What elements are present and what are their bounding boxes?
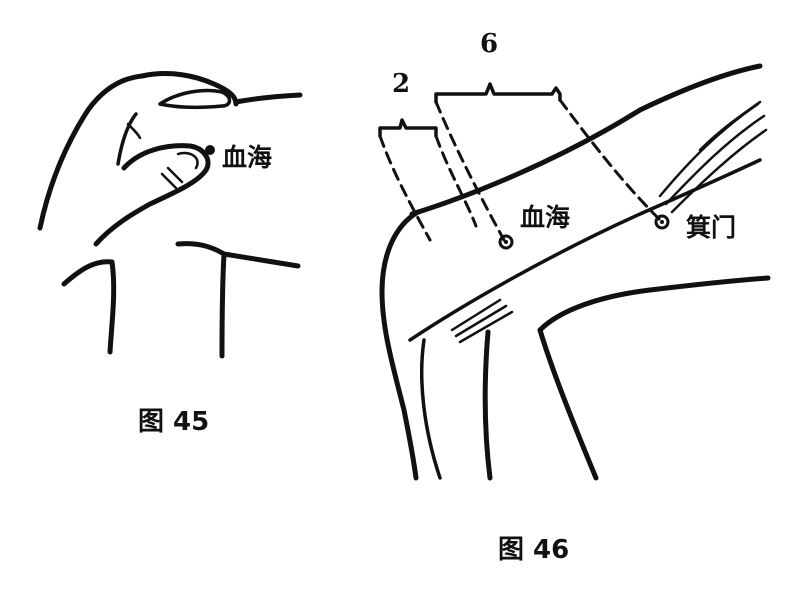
- bracket-2-top: [378, 118, 438, 138]
- thigh-lower-edge: [408, 158, 762, 342]
- jimen-point-center: [660, 220, 664, 224]
- calf-line: [482, 329, 493, 481]
- bracket-6-top: [434, 82, 562, 104]
- measurement-brackets: 2 6: [378, 29, 662, 242]
- thumb-crease-2: [166, 166, 184, 184]
- knee-left-contour: [61, 259, 117, 355]
- figure-45-caption: 图 45: [138, 407, 209, 437]
- figure-46-caption: 图 46: [498, 535, 569, 565]
- muscle-hatch-4: [698, 100, 762, 152]
- tendon-hatch-2: [454, 304, 508, 338]
- bracket-2-left-dashed: [378, 134, 432, 242]
- thumb-crease-1: [160, 172, 178, 190]
- measure-6-label: 6: [480, 29, 498, 59]
- other-leg-outline: [537, 275, 771, 333]
- measure-2-label: 2: [392, 69, 410, 99]
- bracket-2-right-dashed: [434, 134, 478, 228]
- hand-outer-outline: [37, 71, 239, 231]
- shin-front-line: [419, 338, 442, 480]
- thumb-outline: [93, 143, 211, 247]
- palm-fold: [116, 112, 138, 166]
- bracket-6-right-dashed: [558, 98, 662, 222]
- tendon-hatch-3: [458, 310, 514, 344]
- thigh-top-edge: [409, 63, 763, 217]
- hand-top-edge: [233, 92, 303, 105]
- knee-top-line: [221, 251, 301, 269]
- other-leg-calf: [537, 327, 599, 481]
- thumb-nail: [176, 151, 199, 170]
- xuehai-point-dot-fig46: [498, 234, 514, 250]
- bracket-6-left-dashed: [434, 100, 506, 242]
- xuehai-label-fig45: 血海: [222, 143, 272, 172]
- muscle-hatch-2: [664, 114, 766, 206]
- knee-right-contour: [175, 241, 227, 359]
- finger-curl: [158, 88, 232, 110]
- figure-46: 2 6 血海 箕门 图 46: [378, 29, 771, 565]
- figure-45: 血海 图 45: [37, 71, 303, 437]
- palm-fold-small: [126, 122, 142, 140]
- leg-drawing: [379, 63, 771, 481]
- jimen-label: 箕门: [686, 213, 736, 242]
- knee-drawing: [61, 241, 301, 359]
- xuehai-point-dot-fig45: [205, 145, 215, 155]
- muscle-hatch-3: [670, 128, 768, 214]
- xuehai-label-fig46: 血海: [520, 203, 570, 232]
- hand-drawing: [37, 71, 303, 247]
- tendon-hatch-1: [450, 298, 502, 332]
- jimen-point-dot: [654, 214, 670, 230]
- xuehai-point-center: [504, 240, 508, 244]
- knee-outer-contour: [379, 209, 421, 481]
